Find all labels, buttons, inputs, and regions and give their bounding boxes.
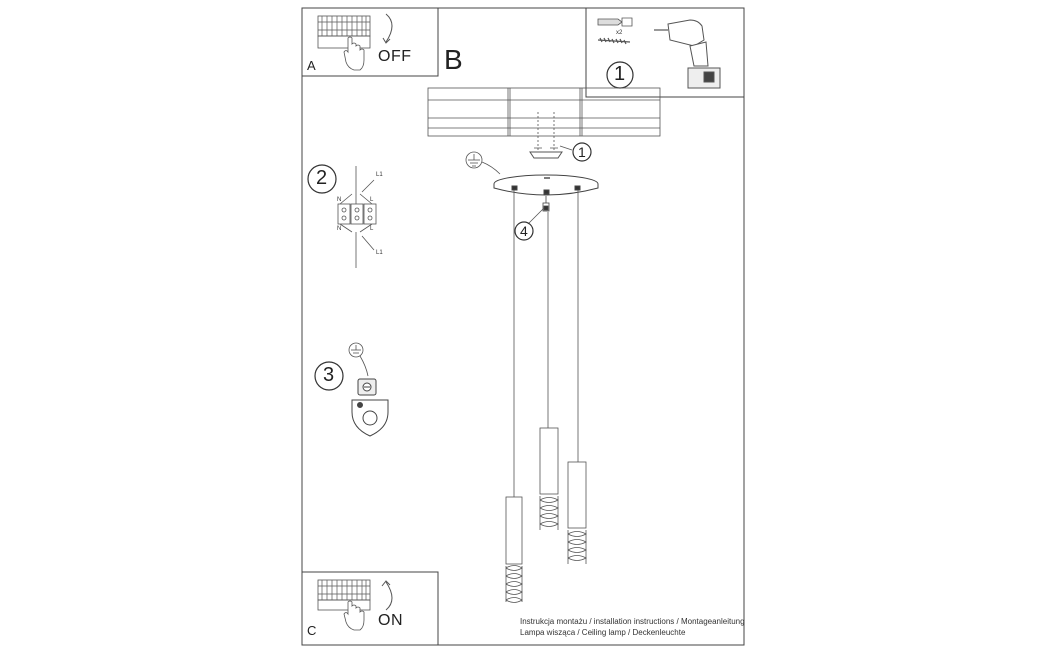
panel-a-letter: A xyxy=(307,58,316,73)
terminal-n-label: N xyxy=(337,197,342,203)
wire-connector-icon xyxy=(337,166,377,268)
step3-circle xyxy=(314,361,344,391)
mounting-bracket-icon xyxy=(529,151,563,159)
terminal-l-label: L xyxy=(370,197,374,203)
screw-icon xyxy=(597,37,631,45)
step1-box xyxy=(585,7,745,98)
step3-number: 3 xyxy=(323,364,335,386)
step1-number: 1 xyxy=(614,63,626,85)
step1-callout-circle xyxy=(572,142,592,162)
pendant-lamp-icon xyxy=(505,190,523,603)
screw-icon xyxy=(534,112,558,150)
panel-c-letter: C xyxy=(307,623,317,638)
panel-c-box xyxy=(301,571,439,646)
arrow-down-icon xyxy=(382,13,393,44)
off-label: OFF xyxy=(378,48,412,65)
arrow-up-icon xyxy=(381,580,393,611)
terminal-n-label-bottom: N xyxy=(337,226,342,232)
terminal-l1-label: L1 xyxy=(376,172,383,178)
hand-icon xyxy=(343,36,365,71)
terminal-l-label-bottom: L xyxy=(370,226,374,232)
pendant-lamp-icon xyxy=(539,212,559,530)
step4-number: 4 xyxy=(520,223,528,239)
pendant-lamp-icon xyxy=(567,190,587,564)
step2-number: 2 xyxy=(316,167,328,189)
step4-circle xyxy=(514,221,534,241)
step2-circle xyxy=(307,164,337,194)
footer-line-1: Instrukcja montażu / installation instru… xyxy=(520,617,745,626)
ground-clamp-icon xyxy=(351,378,389,437)
terminal-l1-label-bottom: L1 xyxy=(376,250,383,256)
footer-line-2: Lampa wisząca / Ceiling lamp / Deckenleu… xyxy=(520,628,686,637)
cable-grip-icon xyxy=(542,196,550,212)
hardware-count: x2 xyxy=(616,30,623,36)
fuse-box-icon xyxy=(317,15,371,49)
canopy-icon xyxy=(493,174,599,196)
ceiling-illustration xyxy=(427,87,661,137)
ground-symbol-icon xyxy=(348,342,369,377)
power-drill-icon xyxy=(654,19,721,89)
on-label: ON xyxy=(378,612,403,629)
panel-a-box xyxy=(301,7,439,77)
sheet-border xyxy=(301,7,745,646)
panel-b-letter: B xyxy=(444,44,463,75)
fuse-box-icon xyxy=(317,579,371,611)
step1-callout-number: 1 xyxy=(578,144,586,160)
wall-plug-icon xyxy=(597,17,633,27)
hand-icon xyxy=(343,600,365,631)
ground-symbol-icon xyxy=(465,151,501,175)
